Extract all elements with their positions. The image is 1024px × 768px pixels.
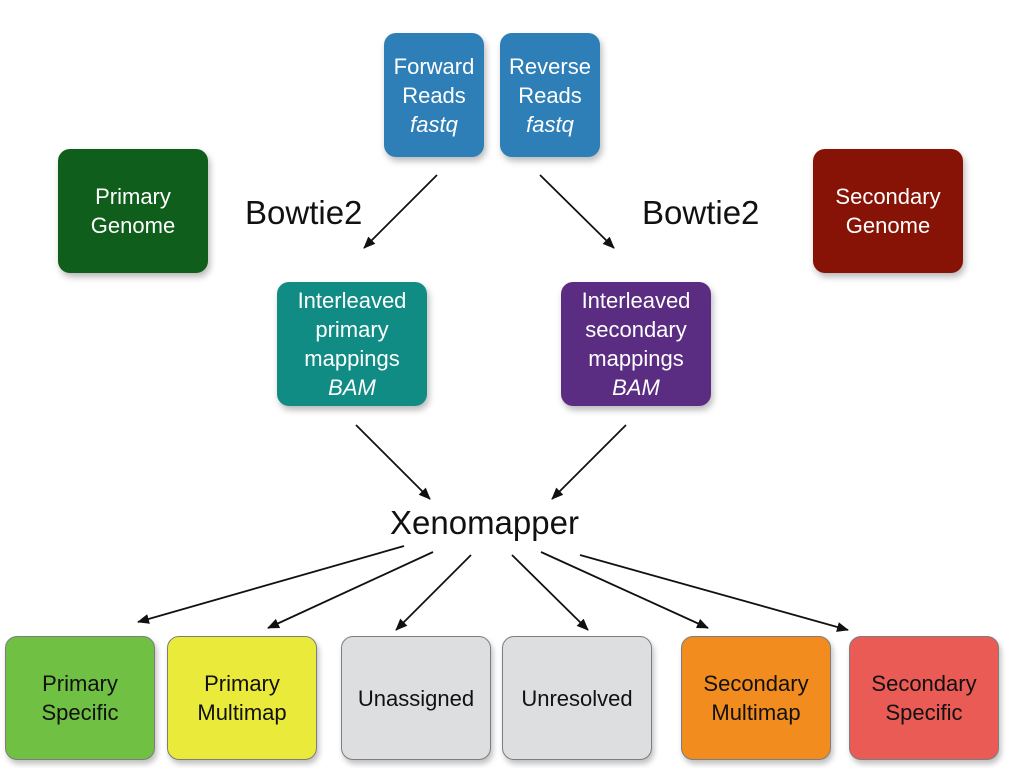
primary-genome-line1: Primary	[95, 184, 171, 209]
primary-mappings-line3: mappings	[304, 346, 400, 371]
output-primary-multimap: Primary Multimap	[167, 636, 317, 760]
secondary-mappings-format: BAM	[612, 375, 660, 400]
output-primary-specific-line2: Specific	[41, 700, 119, 725]
output-unresolved: Unresolved	[502, 636, 652, 760]
reverse-reads-box: Reverse Reads fastq	[500, 33, 600, 157]
arrow-to-secondary-multimap	[540, 551, 709, 629]
primary-mappings-line1: Interleaved	[297, 288, 407, 313]
secondary-genome-line1: Secondary	[835, 184, 941, 209]
output-unassigned-line1: Unassigned	[357, 685, 475, 711]
output-primary-multimap-line1: Primary	[204, 671, 280, 696]
arrow-primary-to-xenomapper	[355, 424, 431, 500]
reverse-reads-line1: Reverse	[509, 53, 591, 79]
arrow-to-primary-multimap	[267, 551, 434, 629]
secondary-mappings-box: Interleaved secondary mappings BAM	[561, 282, 711, 406]
output-primary-specific-line1: Primary	[42, 671, 118, 696]
arrow-to-secondary-specific	[579, 554, 849, 632]
reverse-reads-line2: Reads	[518, 82, 582, 108]
secondary-mappings-line3: mappings	[588, 346, 684, 371]
output-secondary-multimap: Secondary Multimap	[681, 636, 831, 760]
arrow-to-unresolved	[511, 554, 589, 631]
output-secondary-multimap-line2: Multimap	[711, 700, 801, 725]
output-secondary-multimap-line1: Secondary	[703, 671, 809, 696]
arrow-secondary-to-xenomapper	[551, 424, 627, 500]
output-primary-specific: Primary Specific	[5, 636, 155, 760]
primary-genome-line2: Genome	[90, 213, 176, 238]
forward-reads-box: Forward Reads fastq	[384, 33, 484, 157]
primary-mappings-line2: primary	[315, 317, 389, 342]
output-unassigned: Unassigned	[341, 636, 491, 760]
secondary-genome-box: Secondary Genome	[813, 149, 963, 273]
xenomapper-label: Xenomapper	[390, 504, 579, 541]
arrow-to-primary-specific	[137, 545, 405, 624]
arrow-to-unassigned	[395, 554, 472, 631]
primary-mappings-box: Interleaved primary mappings BAM	[277, 282, 427, 406]
primary-genome-box: Primary Genome	[58, 149, 208, 273]
forward-reads-line1: Forward	[393, 53, 475, 79]
output-unresolved-line1: Unresolved	[521, 685, 633, 711]
output-secondary-specific: Secondary Specific	[849, 636, 999, 760]
reverse-reads-format: fastq	[526, 111, 574, 137]
output-secondary-specific-line2: Specific	[885, 700, 963, 725]
arrow-reverse-to-secondary	[539, 174, 615, 249]
secondary-mappings-line2: secondary	[585, 317, 687, 342]
forward-reads-line2: Reads	[402, 82, 466, 108]
secondary-mappings-line1: Interleaved	[581, 288, 691, 313]
primary-mappings-format: BAM	[328, 375, 376, 400]
bowtie2-left-label: Bowtie2	[245, 194, 363, 231]
forward-reads-format: fastq	[410, 111, 458, 137]
output-primary-multimap-line2: Multimap	[197, 700, 287, 725]
output-secondary-specific-line1: Secondary	[871, 671, 977, 696]
arrow-forward-to-primary	[363, 174, 438, 249]
bowtie2-right-label: Bowtie2	[642, 194, 760, 231]
secondary-genome-line2: Genome	[845, 213, 931, 238]
